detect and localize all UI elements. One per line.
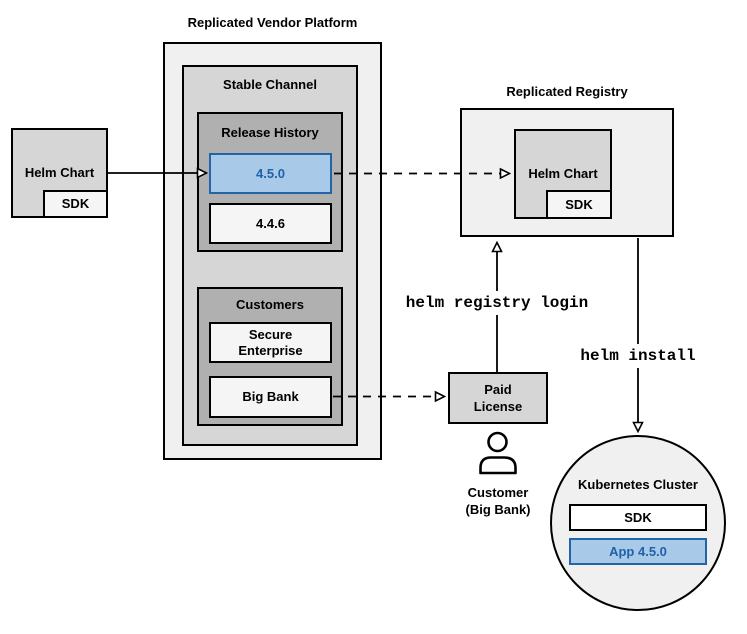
release-history-label: Release History [221,125,319,140]
source-helm-chart-label: Helm Chart [24,165,95,180]
release-version-450-label: 4.5.0 [256,165,285,181]
release-version-450-box: 4.5.0 [209,153,332,194]
customer-big-bank-box: Big Bank [209,376,332,418]
paid-license-box: Paid License [448,372,548,424]
registry-title: Replicated Registry [506,84,628,99]
cluster-sdk-label: SDK [624,509,652,525]
cluster-app-box: App 4.5.0 [569,538,707,565]
cluster-sdk-box: SDK [569,504,707,531]
paid-license-label: Paid License [473,382,523,414]
registry-helm-chart-label: Helm Chart [528,166,598,181]
customer-big-bank-label: Big Bank [242,389,299,404]
registry-sdk-label: SDK [565,196,593,212]
cluster-app-label: App 4.5.0 [609,543,667,559]
vendor-platform-title: Replicated Vendor Platform [187,15,358,30]
source-sdk-box: SDK [43,190,108,218]
customer-secure-enterprise-label: Secure Enterprise [238,326,303,358]
source-sdk-label: SDK [61,196,90,211]
kubernetes-cluster-circle: Kubernetes Cluster SDK App 4.5.0 [550,435,726,611]
release-version-446-label: 4.4.6 [256,215,285,231]
stable-channel-label: Stable Channel [223,77,317,92]
helm-install-command: helm install [575,344,701,368]
customer-person-icon [479,431,517,475]
customer-secure-enterprise-box: Secure Enterprise [209,322,332,363]
helm-registry-login-command: helm registry login [400,291,594,315]
customer-person-label: Customer (Big Bank) [465,485,531,517]
registry-sdk-box: SDK [546,190,612,219]
kubernetes-cluster-title: Kubernetes Cluster [578,477,698,492]
release-version-446-box: 4.4.6 [209,203,332,244]
customers-label: Customers [236,297,304,312]
